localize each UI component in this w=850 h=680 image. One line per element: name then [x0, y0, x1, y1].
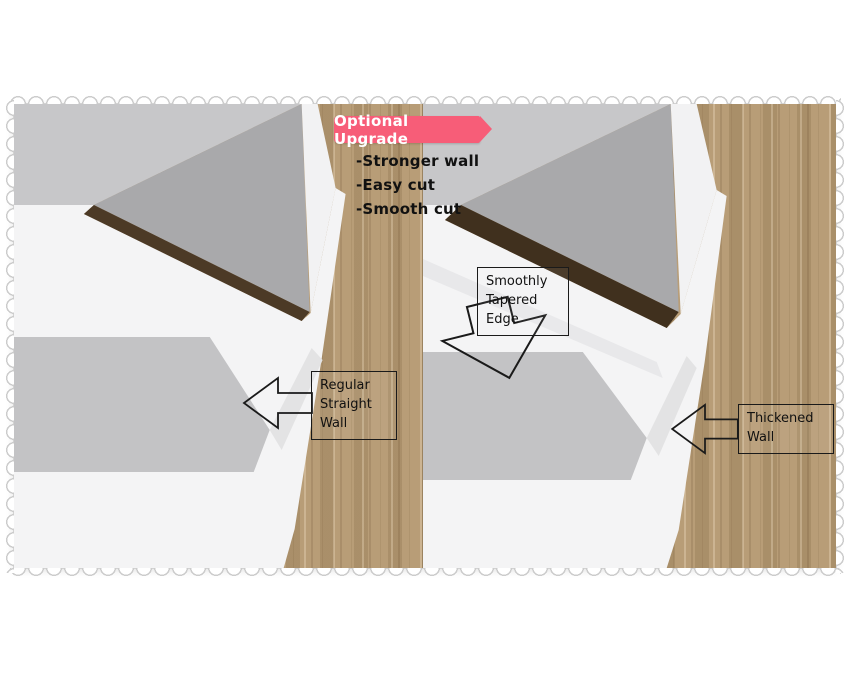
lace-edge-bottom	[9, 568, 841, 578]
thickened-wall-label: Thickened Wall	[738, 404, 834, 454]
lace-frame: Optional Upgrade -Stronger wall -Easy cu…	[4, 94, 846, 578]
left-arrow-icon	[242, 376, 313, 430]
regular-wall-render-icon	[14, 104, 346, 568]
regular-wall-label-line: Wall	[320, 415, 348, 431]
regular-wall-label-line: Straight	[320, 396, 372, 412]
lace-edge-left	[4, 99, 14, 573]
feature-item: -Smooth cut	[356, 200, 462, 218]
feature-list: -Stronger wall -Easy cut -Smooth cut	[356, 149, 479, 221]
feature-item: -Easy cut	[356, 176, 436, 194]
tapered-edge-label-line: Tapered	[486, 292, 538, 308]
lace-edge-right	[836, 99, 846, 573]
lace-edge-top	[9, 94, 841, 104]
tapered-edge-label: Smoothly Tapered Edge	[477, 267, 569, 336]
feature-item: -Stronger wall	[356, 152, 480, 170]
thickened-wall-label-line: Wall	[747, 429, 775, 445]
down-arrow-icon	[439, 295, 548, 380]
optional-upgrade-label: Optional Upgrade	[334, 111, 409, 148]
thickened-wall-render-icon	[422, 104, 727, 568]
regular-wall-label-line: Regular	[320, 378, 370, 393]
panel-thickened-wall	[421, 104, 836, 568]
panel-regular-wall	[14, 104, 422, 568]
comparison-area: Optional Upgrade -Stronger wall -Easy cu…	[14, 104, 836, 568]
tapered-edge-label-line: Edge	[486, 311, 519, 327]
left-arrow-icon	[670, 403, 739, 455]
thickened-wall-label-line: Thickened	[747, 411, 814, 426]
tapered-edge-label-line: Smoothly	[486, 274, 548, 289]
optional-upgrade-ribbon: Optional Upgrade	[334, 112, 492, 148]
regular-wall-label: Regular Straight Wall	[311, 371, 397, 440]
